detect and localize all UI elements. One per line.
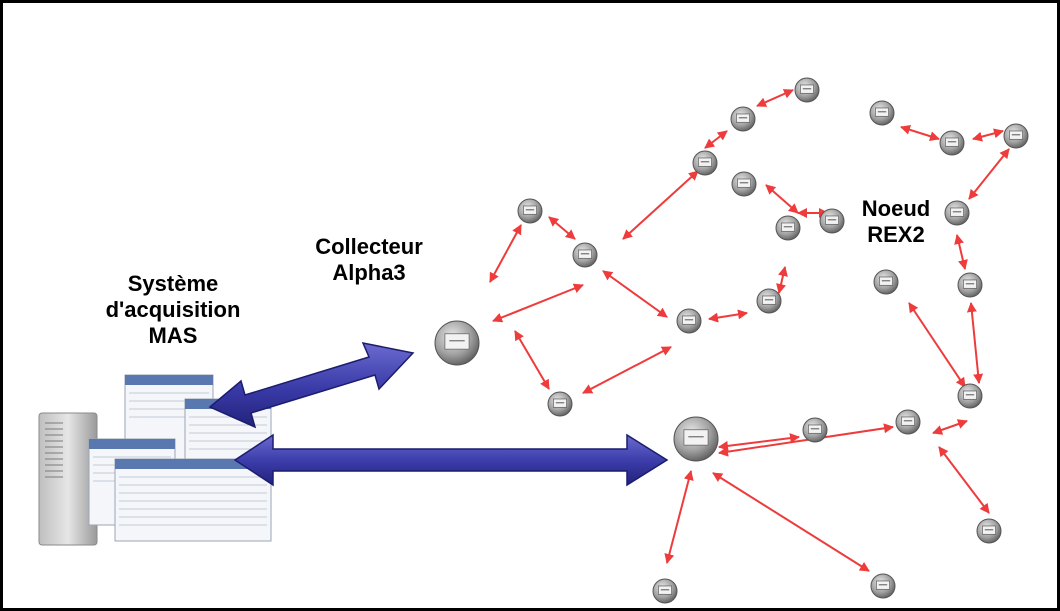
- electric-meter-icon: [895, 409, 921, 435]
- rf-link-13: [582, 346, 672, 394]
- electric-meter-icon: [819, 208, 845, 234]
- electric-meter-icon: [957, 272, 983, 298]
- rf-link-8: [492, 283, 584, 323]
- electric-meter-icon: [944, 200, 970, 226]
- electric-meter-icon: [731, 171, 757, 197]
- electric-meter-icon: [1003, 123, 1029, 149]
- rf-link-9: [602, 270, 668, 318]
- electric-meter-icon: [730, 106, 756, 132]
- rf-link-23: [938, 446, 990, 514]
- rf-link-11: [776, 266, 788, 294]
- network-diagram: [38, 77, 1029, 604]
- collector-meter-icon: [673, 416, 719, 462]
- rf-link-3: [622, 170, 699, 240]
- electric-meter-icon: [802, 417, 828, 443]
- rf-link-2: [548, 216, 576, 240]
- electric-meter-icon: [756, 288, 782, 314]
- wan-link-collector-2: [233, 433, 669, 487]
- rf-link-19: [966, 302, 984, 384]
- rf-link-25: [712, 472, 870, 572]
- rf-link-12: [514, 330, 550, 390]
- electric-meter-icon: [794, 77, 820, 103]
- rf-link-6: [765, 184, 799, 214]
- electric-meter-icon: [517, 198, 543, 224]
- label-system: Système d'acquisition MAS: [105, 271, 241, 348]
- rf-link-21: [718, 423, 894, 457]
- electric-meter-icon: [957, 383, 983, 409]
- label-node: Noeud REX2: [861, 196, 931, 247]
- electric-meter-icon: [873, 269, 899, 295]
- rf-link-17: [954, 234, 968, 270]
- electric-meter-icon: [572, 242, 598, 268]
- collector-meter-icon: [434, 320, 480, 366]
- rf-link-10: [708, 309, 748, 323]
- electric-meter-icon: [692, 150, 718, 176]
- rf-link-1: [489, 224, 522, 283]
- rf-link-14: [900, 124, 940, 142]
- rf-link-24: [664, 470, 694, 564]
- electric-meter-icon: [652, 578, 678, 604]
- electric-meter-icon: [676, 308, 702, 334]
- label-collector: Collecteur Alpha3: [315, 234, 423, 285]
- rf-link-15: [972, 128, 1004, 142]
- electric-meter-icon: [869, 100, 895, 126]
- rf-link-16: [968, 148, 1010, 200]
- electric-meter-icon: [939, 130, 965, 156]
- rf-link-18: [908, 302, 966, 388]
- wan-link-collector-1: [208, 341, 415, 429]
- electric-meter-icon: [775, 215, 801, 241]
- electric-meter-icon: [547, 391, 573, 417]
- rf-link-5: [756, 89, 794, 107]
- electric-meter-icon: [976, 518, 1002, 544]
- rf-link-4: [704, 130, 728, 149]
- rf-link-22: [932, 419, 968, 435]
- electric-meter-icon: [870, 573, 896, 599]
